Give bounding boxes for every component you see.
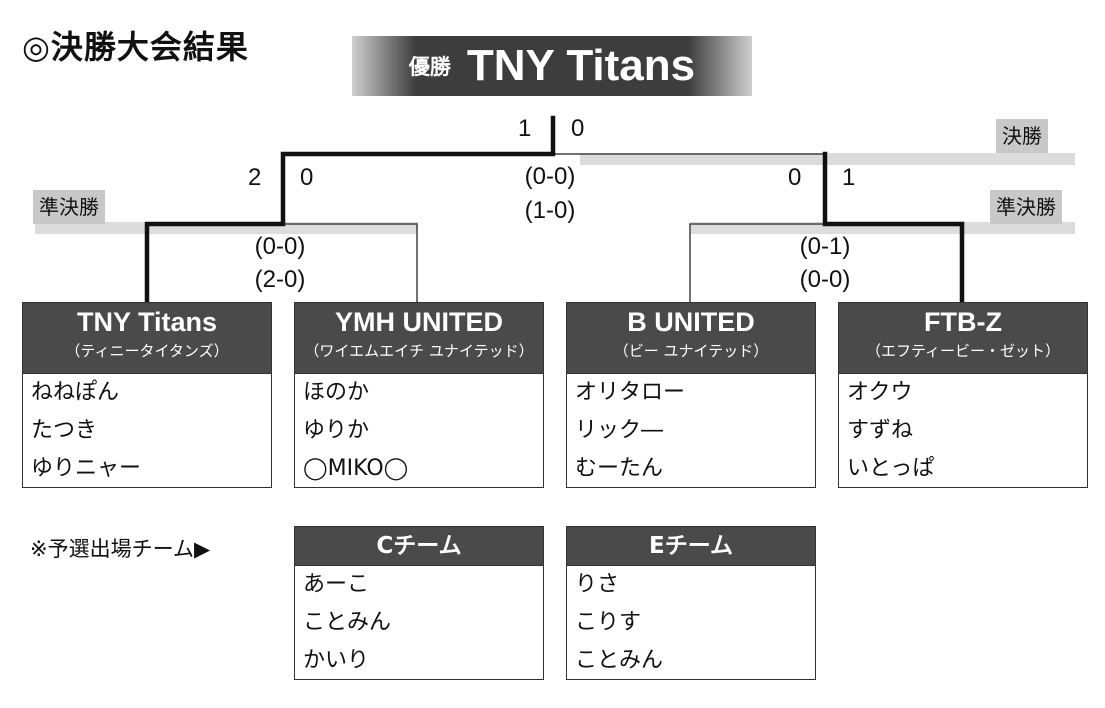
team-box-b-united: B UNITED （ビー ユナイテッド） オリタロー リック― むーたん	[566, 302, 816, 488]
round-label-semi-left: 準決勝	[33, 190, 105, 224]
team-member: かいり	[303, 648, 370, 673]
qualifier-note: ※予選出場チーム▶	[30, 537, 211, 561]
team-member: ゆりか	[303, 418, 370, 443]
line-ymh	[282, 223, 418, 303]
team-member: ことみん	[575, 648, 664, 673]
winner-name: TNY Titans	[466, 41, 696, 90]
team-name: Cチーム	[295, 527, 543, 566]
team-member: むーたん	[575, 456, 664, 481]
round-label-semi-right: 準決勝	[990, 190, 1062, 224]
team-name: TNY Titans	[76, 307, 218, 337]
semi-right-score-right: 1	[842, 164, 856, 191]
team-member: りさ	[575, 572, 620, 597]
semi-left-sub-score-2: (2-0)	[254, 266, 306, 293]
team-member: リック―	[575, 418, 664, 443]
team-box-e: Eチーム りさ こりす ことみん	[566, 526, 816, 680]
team-kana: （エフティービー・ゼット）	[865, 342, 1061, 360]
team-member: すずね	[847, 418, 914, 443]
semi-left-score-right: 0	[300, 164, 314, 191]
page-title: ◎決勝大会結果	[22, 28, 249, 66]
final-sub-score-1: (0-0)	[524, 163, 576, 190]
team-member: ねねぽん	[31, 380, 120, 405]
line-tny	[144, 115, 556, 305]
team-header: TNY Titans （ティニータイタンズ）	[23, 303, 271, 374]
final-score-right: 0	[571, 115, 585, 142]
team-member: ことみん	[303, 610, 392, 635]
team-name: YMH UNITED	[335, 307, 503, 337]
line-ftbz	[822, 151, 965, 305]
team-member: ゆりニャー	[31, 456, 142, 481]
team-box-ftb-z: FTB-Z （エフティービー・ゼット） オクウ すずね いとっぱ	[838, 302, 1088, 488]
team-box-tny-titans: TNY Titans （ティニータイタンズ） ねねぽん たつき ゆりニャー	[22, 302, 272, 488]
team-name: Eチーム	[567, 527, 815, 566]
final-sub-score-2: (1-0)	[524, 197, 576, 224]
team-header: FTB-Z （エフティービー・ゼット）	[839, 303, 1087, 374]
team-name: FTB-Z	[924, 307, 1002, 337]
team-kana: （ビー ユナイテッド）	[613, 342, 769, 360]
semi-right-sub-score-1: (0-1)	[799, 233, 851, 260]
team-header: B UNITED （ビー ユナイテッド）	[567, 303, 815, 374]
semi-left-score-left: 2	[248, 164, 262, 191]
team-box-c: Cチーム あーこ ことみん かいり	[294, 526, 544, 680]
team-box-ymh-united: YMH UNITED （ワイエムエイチ ユナイテッド） ほのか ゆりか ◯MIK…	[294, 302, 544, 488]
team-member: こりす	[575, 610, 642, 635]
semi-band-right	[690, 222, 1075, 234]
team-member: オリタロー	[575, 380, 686, 405]
team-member: いとっぱ	[847, 456, 935, 481]
winner-banner: 優勝 TNY Titans	[352, 36, 752, 96]
team-member: ほのか	[303, 380, 370, 405]
semi-right-score-left: 0	[788, 164, 802, 191]
team-member: ◯MIKO◯	[303, 456, 409, 481]
semi-right-sub-score-2: (0-0)	[799, 266, 851, 293]
semi-band-left	[35, 222, 418, 234]
team-name: B UNITED	[627, 307, 755, 337]
team-kana: （ワイエムエイチ ユナイテッド）	[304, 342, 534, 360]
semi-left-sub-score-1: (0-0)	[254, 233, 306, 260]
final-band	[580, 153, 1075, 165]
team-member: オクウ	[847, 380, 913, 405]
team-member: あーこ	[303, 572, 370, 597]
winner-label: 優勝	[408, 55, 451, 79]
team-header: YMH UNITED （ワイエムエイチ ユナイテッド）	[295, 303, 543, 374]
team-kana: （ティニータイタンズ）	[65, 342, 229, 360]
final-score-left: 1	[518, 115, 532, 142]
line-bunited	[689, 223, 826, 303]
round-label-final: 決勝	[996, 119, 1048, 153]
team-member: たつき	[31, 418, 98, 443]
